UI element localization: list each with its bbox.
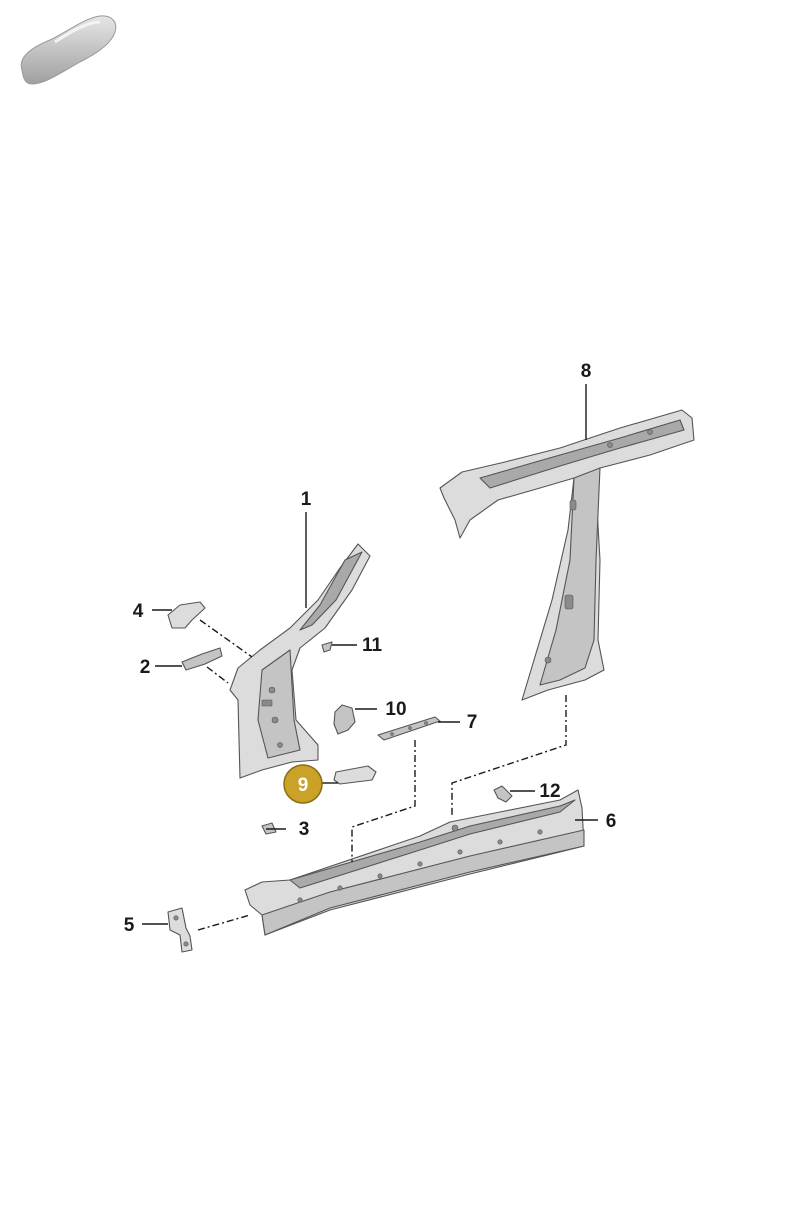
callout-10: 10	[385, 699, 406, 720]
part-2-bracket	[181, 647, 223, 671]
callout-3: 3	[299, 819, 310, 840]
part-9-bracket	[333, 765, 377, 785]
part-8-b-pillar-roof-rail	[439, 409, 695, 701]
part-5-bracket	[167, 907, 193, 953]
leader-lines	[142, 384, 598, 925]
callout-5: 5	[124, 915, 135, 936]
part-10-bracket	[333, 704, 356, 735]
callout-1: 1	[301, 489, 312, 510]
callout-8: 8	[581, 361, 592, 382]
car-silhouette-icon	[20, 15, 117, 85]
part-7-reinforcement	[377, 716, 441, 741]
part-12-clip	[493, 785, 513, 803]
callout-4: 4	[133, 601, 144, 622]
callout-2: 2	[140, 657, 151, 678]
callout-9: 9	[298, 775, 309, 796]
part-6-side-sill	[244, 789, 585, 936]
callout-labels: 1 2 3 4 5 6 7 8 10 11 12	[124, 361, 617, 936]
callout-12: 12	[539, 781, 560, 802]
alignment-lines	[197, 619, 567, 931]
part-11-clip	[321, 641, 333, 653]
part-4-bracket	[167, 601, 206, 629]
callout-7: 7	[467, 712, 478, 733]
callout-6: 6	[606, 811, 617, 832]
part-1-a-pillar	[229, 543, 371, 779]
callout-11: 11	[362, 635, 383, 656]
callout-9-highlight[interactable]: 9	[283, 764, 323, 804]
